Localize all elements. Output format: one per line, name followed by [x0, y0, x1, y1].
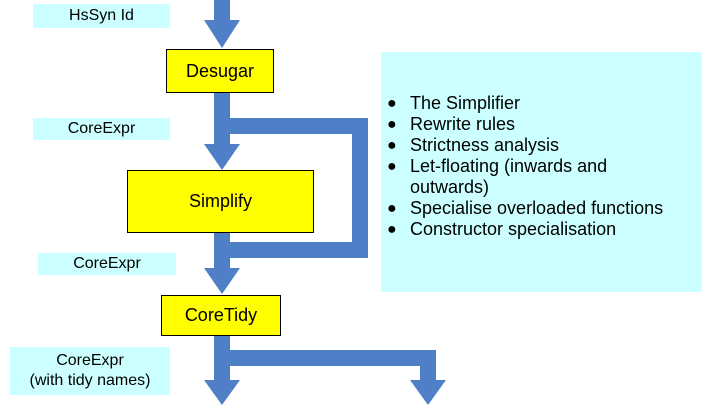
loop-bottom: [222, 242, 368, 258]
bullet-icon: ●: [387, 158, 397, 175]
loop-top: [222, 118, 368, 134]
arrow-head-to-coretidy: [204, 268, 240, 294]
list-item: ●Specialise overloaded functions: [387, 198, 664, 218]
arrow-head-out-left: [204, 380, 240, 405]
arrow-shaft-out-right: [420, 350, 436, 384]
arrow-shaft-to-desugar: [214, 0, 230, 26]
list-item: ●Constructor specialisation: [387, 219, 617, 239]
bullet-icon: ●: [387, 200, 397, 217]
label-coreexpr-1: CoreExpr: [33, 118, 170, 140]
arrow-head-out-right: [410, 380, 446, 405]
label-coreexpr-tidy-line2: (with tidy names): [29, 372, 151, 389]
list-item: ●Strictness analysis: [387, 135, 560, 155]
label-coreexpr-tidy-line1: CoreExpr: [56, 352, 124, 369]
box-desugar: Desugar: [166, 49, 274, 93]
bullet-icon: ●: [387, 116, 397, 133]
label-coreexpr-tidy: CoreExpr (with tidy names): [10, 347, 170, 395]
loop-right: [352, 118, 368, 258]
list-item: ●The Simplifier: [387, 93, 521, 113]
list-item: ●Let-floating (inwards and outwards): [387, 156, 608, 197]
arrow-shaft-to-coretidy: [214, 232, 230, 272]
simplifier-passes-panel: ●The Simplifier ●Rewrite rules ●Strictne…: [381, 52, 702, 292]
box-simplify: Simplify: [127, 170, 314, 233]
label-coreexpr-2: CoreExpr: [38, 253, 176, 275]
box-coretidy: CoreTidy: [161, 295, 281, 336]
list-item: ●Rewrite rules: [387, 114, 516, 134]
arrow-head-to-desugar: [204, 20, 240, 48]
arrow-head-to-simplify: [204, 144, 240, 170]
branch-horizontal: [222, 350, 436, 366]
bullet-icon: ●: [387, 137, 397, 154]
label-hssyn-id: HsSyn Id: [33, 4, 170, 28]
bullet-icon: ●: [387, 221, 397, 238]
bullet-icon: ●: [387, 95, 397, 112]
simplifier-passes-list: ●The Simplifier ●Rewrite rules ●Strictne…: [381, 93, 702, 240]
